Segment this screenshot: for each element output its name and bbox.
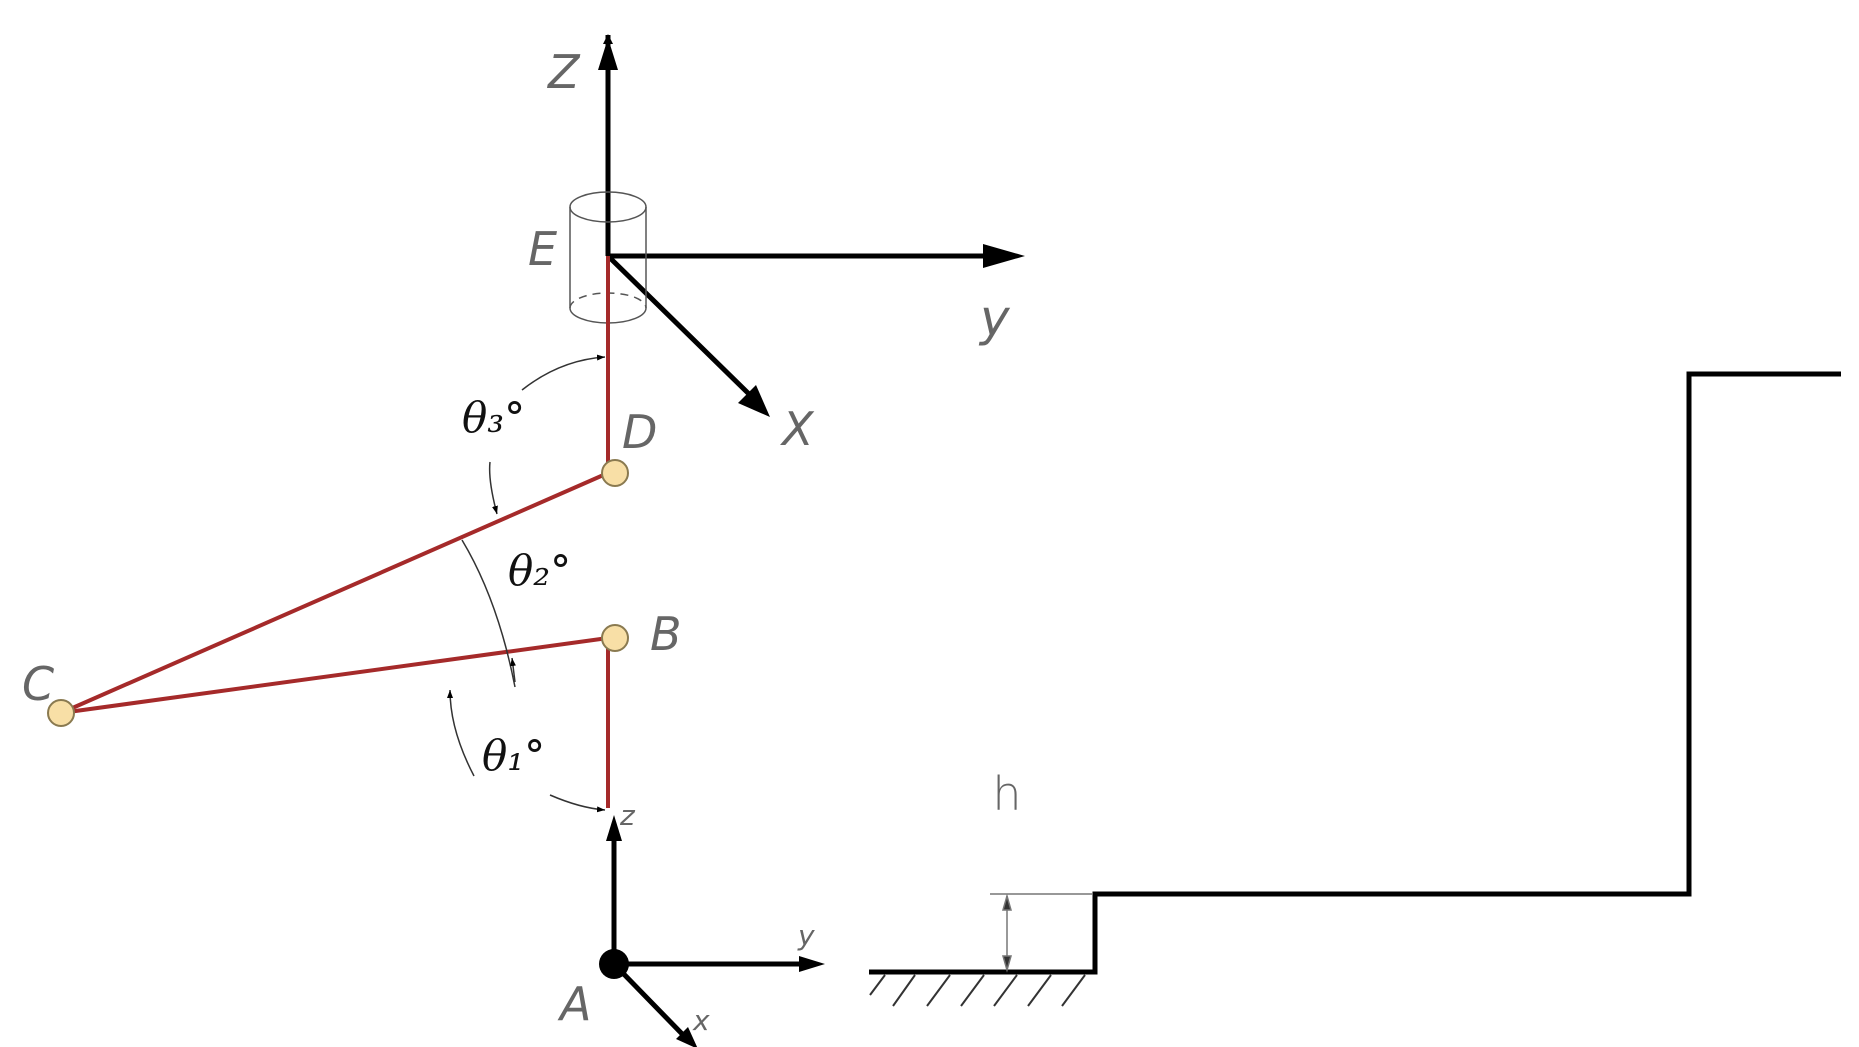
theta1-label: θ₁° <box>482 731 545 780</box>
joints <box>47 459 629 727</box>
joint-d <box>601 459 629 487</box>
point-c-label: C <box>22 657 54 711</box>
point-a-label: A <box>557 977 591 1031</box>
leg-links <box>60 256 610 808</box>
axis-z-top-label: Z <box>546 45 581 99</box>
height-dimension <box>990 893 1093 973</box>
point-d-label: D <box>622 405 657 459</box>
point-e-label: E <box>528 222 557 276</box>
joint-b <box>601 624 629 652</box>
point-b-label: B <box>650 607 682 661</box>
dimension-h-label: h <box>992 767 1021 821</box>
theta3-label: θ₃° <box>462 393 525 442</box>
axis-z-base-label: z <box>619 799 636 832</box>
top-frame <box>569 34 1025 417</box>
base-frame <box>599 815 825 1047</box>
stairs <box>869 371 1841 975</box>
axis-y-top-label: y <box>978 289 1011 347</box>
axis-x-base-label: x <box>692 1004 710 1037</box>
ground-hatch <box>869 974 1086 1007</box>
angle-arcs <box>447 354 606 813</box>
joint-c <box>47 699 75 727</box>
theta2-label: θ₂° <box>508 546 571 595</box>
axis-y-base-label: y <box>797 919 815 952</box>
axis-x-top-label: X <box>780 402 815 456</box>
